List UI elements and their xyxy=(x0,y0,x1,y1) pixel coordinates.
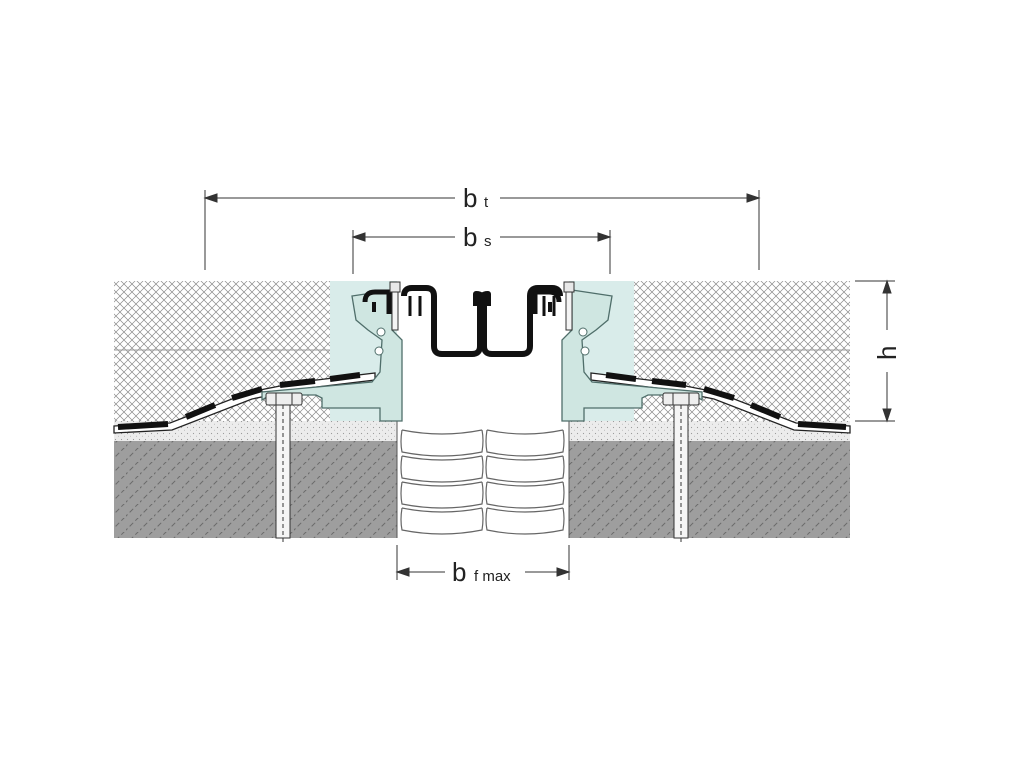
dimension-bf xyxy=(395,545,571,580)
right-mortar-bed xyxy=(569,421,850,441)
left-anchor-bolt xyxy=(265,392,303,545)
right-aluminium-profile xyxy=(561,289,703,422)
left-concrete-slab xyxy=(114,441,397,538)
left-mortar-bed xyxy=(114,421,397,441)
top-screws xyxy=(389,281,575,331)
left-aluminium-profile xyxy=(261,289,403,422)
label-bf-sub: f max xyxy=(474,568,511,585)
joint-gap-insulation xyxy=(396,421,570,538)
rubber-seal-insert xyxy=(362,285,563,357)
label-bf-main: b xyxy=(452,557,466,587)
label-bs-sub: s xyxy=(484,233,492,250)
right-concrete-slab xyxy=(569,441,850,538)
right-anchor-bolt xyxy=(662,392,700,545)
dimension-h xyxy=(855,279,895,423)
dimension-bt xyxy=(203,190,761,270)
label-bt-sub: t xyxy=(484,194,489,211)
label-bt-main: b xyxy=(463,183,477,213)
label-bs-main: b xyxy=(463,222,477,252)
label-h: h xyxy=(872,346,902,360)
left-substrate xyxy=(114,281,397,538)
right-substrate xyxy=(569,281,850,538)
dimension-bs xyxy=(351,230,612,274)
